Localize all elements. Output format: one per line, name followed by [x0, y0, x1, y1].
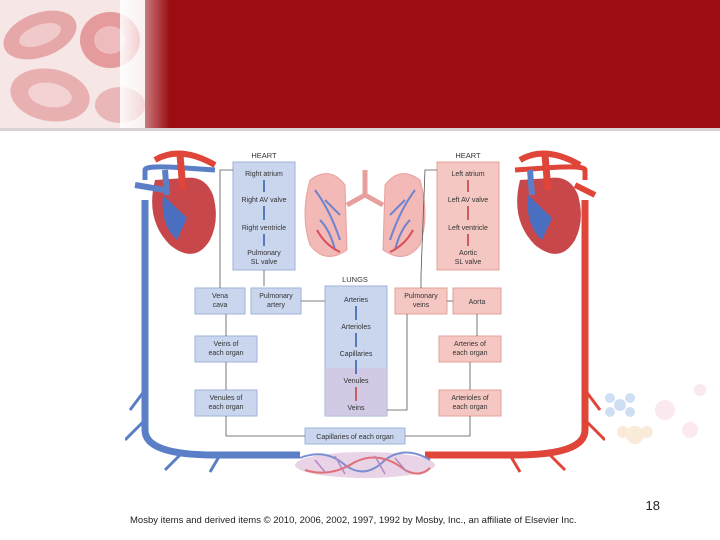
aortic-sl-label-2: SL valve — [455, 259, 482, 266]
banner-fade — [120, 0, 170, 130]
arterioles-box — [438, 389, 502, 417]
systemic-artery-path — [425, 200, 589, 459]
aorta-label: Aorta — [469, 299, 486, 306]
venules-label-1: Venules of — [210, 395, 243, 402]
lung-arterioles-label: Arterioles — [341, 324, 371, 331]
lung-veins-label: Veins — [347, 405, 365, 412]
vena-cava-box — [194, 287, 246, 315]
pulmonary-artery-label-1: Pulmonary — [259, 293, 293, 300]
right-ventricle-label: Right ventricle — [242, 225, 286, 232]
lung-capillaries-label: Capillaries — [340, 351, 373, 358]
pulmonary-artery-label-2: artery — [267, 302, 285, 309]
lungs-label: LUNGS — [342, 275, 368, 284]
veins-label-1: Veins of — [214, 341, 239, 348]
left-ventricle-label: Left ventricle — [448, 225, 488, 232]
right-atrium-label: Right atrium — [245, 171, 283, 178]
arteries-box — [438, 335, 502, 363]
arterioles-label-2: each organ — [452, 404, 487, 411]
arteries-label-1: Arteries of — [454, 341, 486, 348]
arteries-label-2: each organ — [452, 350, 487, 357]
heart-label-left: HEART — [251, 151, 277, 160]
pulmonary-artery-box — [250, 287, 302, 315]
lung-arteries-label: Arteries — [344, 297, 369, 304]
page-number: 18 — [645, 498, 660, 513]
heart-label-right: HEART — [455, 151, 481, 160]
capillaries-label: Capillaries of each organ — [316, 434, 394, 441]
venules-label-2: each organ — [208, 404, 243, 411]
circulation-diagram: HEART Right atrium Right AV valve Right … — [125, 150, 605, 478]
arterioles-label-1: Arterioles of — [451, 395, 488, 402]
veins-box — [194, 335, 258, 363]
vena-cava-label-2: cava — [213, 302, 228, 309]
aortic-sl-label-1: Aortic — [459, 250, 477, 257]
venules-box — [194, 389, 258, 417]
lung-venules-label: Venules — [344, 378, 369, 385]
pulmonary-veins-box — [394, 287, 448, 315]
vena-cava-label-1: Vena — [212, 293, 228, 300]
left-atrium-label: Left atrium — [451, 171, 484, 178]
heart-left-illustration — [134, 150, 217, 254]
pulmonary-veins-label-1: Pulmonary — [404, 293, 438, 300]
decorative-flowers — [605, 384, 706, 444]
lungs-illustration — [304, 170, 426, 257]
pulmonary-sl-label-1: Pulmonary — [247, 250, 281, 257]
pulmonary-sl-label-2: SL valve — [251, 259, 278, 266]
pulmonary-veins-label-2: veins — [413, 302, 430, 309]
left-av-valve-label: Left AV valve — [448, 197, 488, 204]
aorta-box — [452, 287, 502, 315]
systemic-vein-path — [141, 200, 300, 459]
copyright-credit: Mosby items and derived items © 2010, 20… — [130, 515, 577, 526]
flow-arrows — [219, 169, 478, 437]
veins-label-2: each organ — [208, 350, 243, 357]
heart-right-illustration — [517, 150, 597, 254]
capillary-bed — [295, 451, 435, 478]
right-av-valve-label: Right AV valve — [241, 197, 286, 204]
banner-divider — [0, 128, 720, 131]
